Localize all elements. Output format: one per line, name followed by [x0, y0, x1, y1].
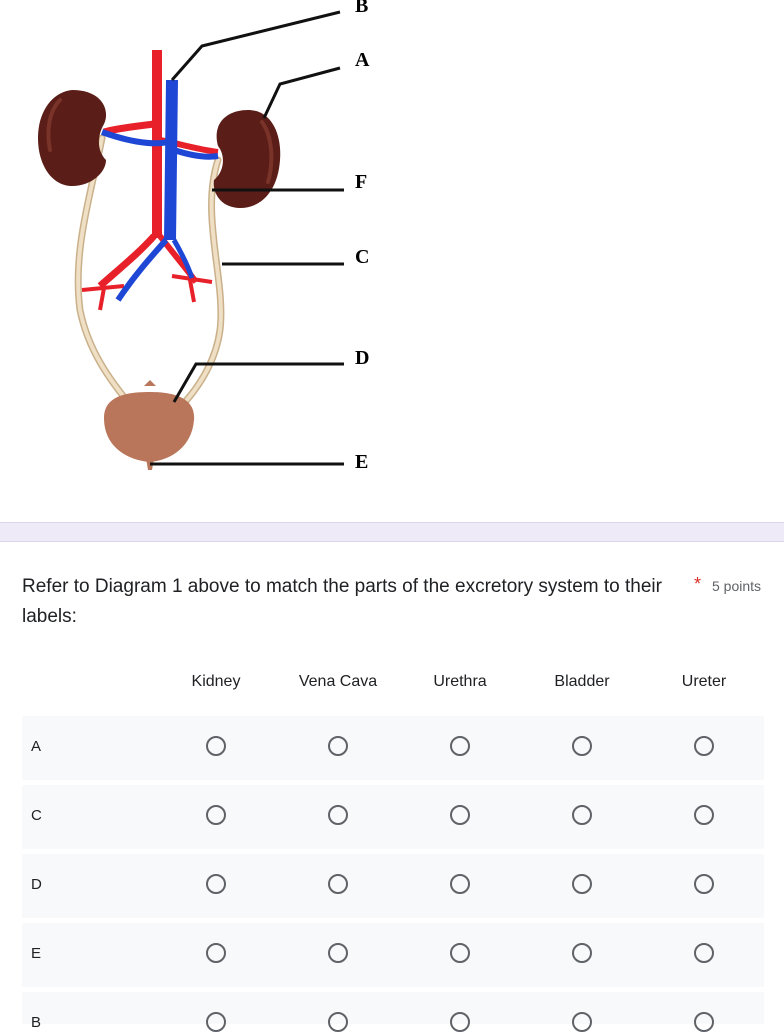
diagram-label-d: D — [355, 347, 370, 369]
right-iliac-branch — [171, 274, 213, 303]
radio-c-urethra[interactable] — [450, 805, 470, 825]
radio-b-ureter[interactable] — [694, 1012, 714, 1032]
right-ureter-inner — [183, 158, 223, 404]
bladder-top — [144, 380, 156, 386]
row-label: D — [31, 876, 42, 893]
column-header-bladder: Bladder — [554, 673, 610, 690]
radio-d-kidney[interactable] — [206, 874, 226, 894]
radio-e-urethra[interactable] — [450, 943, 470, 963]
radio-a-bladder[interactable] — [572, 736, 592, 756]
radio-b-bladder[interactable] — [572, 1012, 592, 1032]
radio-e-vena-cava[interactable] — [328, 943, 348, 963]
radio-e-ureter[interactable] — [694, 943, 714, 963]
diagram-label-a: A — [355, 49, 370, 71]
grid-row-b: B — [22, 992, 764, 1032]
left-ureter-inner — [76, 136, 130, 404]
required-marker: * — [694, 574, 702, 594]
column-header-kidney: Kidney — [191, 673, 241, 690]
diagram-illustration — [38, 10, 344, 470]
radio-a-kidney[interactable] — [206, 736, 226, 756]
radio-b-vena-cava[interactable] — [328, 1012, 348, 1032]
radio-e-bladder[interactable] — [572, 943, 592, 963]
leader-line-d — [172, 362, 344, 403]
left-iliac-vein — [115, 238, 169, 302]
right-kidney — [213, 110, 281, 208]
points-value: 5 points — [712, 578, 762, 594]
section-divider — [0, 522, 784, 542]
grid-row-d: D — [22, 854, 764, 918]
left-kidney-shade — [46, 98, 62, 152]
diagram-label-e: E — [355, 451, 369, 473]
leader-line-b — [170, 10, 341, 81]
radio-d-urethra[interactable] — [450, 874, 470, 894]
radio-a-vena-cava[interactable] — [328, 736, 348, 756]
radio-c-kidney[interactable] — [206, 805, 226, 825]
question-title: Refer to Diagram 1 above to match the pa… — [22, 576, 662, 627]
excretory-system-diagram: B A F C D E — [38, 0, 370, 473]
bladder — [104, 392, 195, 462]
right-kidney-shade — [260, 120, 274, 184]
grid-row-e: E — [22, 923, 764, 987]
radio-a-urethra[interactable] — [450, 736, 470, 756]
row-label: E — [31, 945, 42, 962]
radio-d-vena-cava[interactable] — [328, 874, 348, 894]
vena-cava — [164, 80, 178, 240]
row-label: B — [31, 1014, 42, 1031]
left-iliac-artery — [97, 233, 157, 289]
leader-line-a — [262, 66, 341, 119]
right-renal-vein — [173, 147, 219, 160]
radio-e-kidney[interactable] — [206, 943, 226, 963]
diagram-label-b: B — [355, 0, 369, 17]
left-kidney — [38, 90, 107, 186]
grid-row-a: A — [22, 716, 764, 780]
radio-c-ureter[interactable] — [694, 805, 714, 825]
radio-b-kidney[interactable] — [206, 1012, 226, 1032]
left-iliac-branch — [81, 284, 125, 311]
radio-c-bladder[interactable] — [572, 805, 592, 825]
right-iliac-vein — [171, 238, 195, 279]
left-renal-vein — [100, 129, 169, 147]
column-header-vena-cava: Vena Cava — [298, 673, 378, 690]
radio-d-bladder[interactable] — [572, 874, 592, 894]
column-header-ureter: Ureter — [681, 673, 727, 690]
row-label: C — [31, 807, 42, 824]
grid-row-c: C — [22, 785, 764, 849]
radio-b-urethra[interactable] — [450, 1012, 470, 1032]
diagram-label-c: C — [355, 246, 370, 268]
radio-d-ureter[interactable] — [694, 874, 714, 894]
left-renal-artery — [103, 120, 155, 136]
diagram-label-f: F — [355, 171, 368, 193]
column-header-urethra: Urethra — [433, 673, 487, 690]
radio-a-ureter[interactable] — [694, 736, 714, 756]
row-label: A — [31, 738, 42, 755]
radio-c-vena-cava[interactable] — [328, 805, 348, 825]
